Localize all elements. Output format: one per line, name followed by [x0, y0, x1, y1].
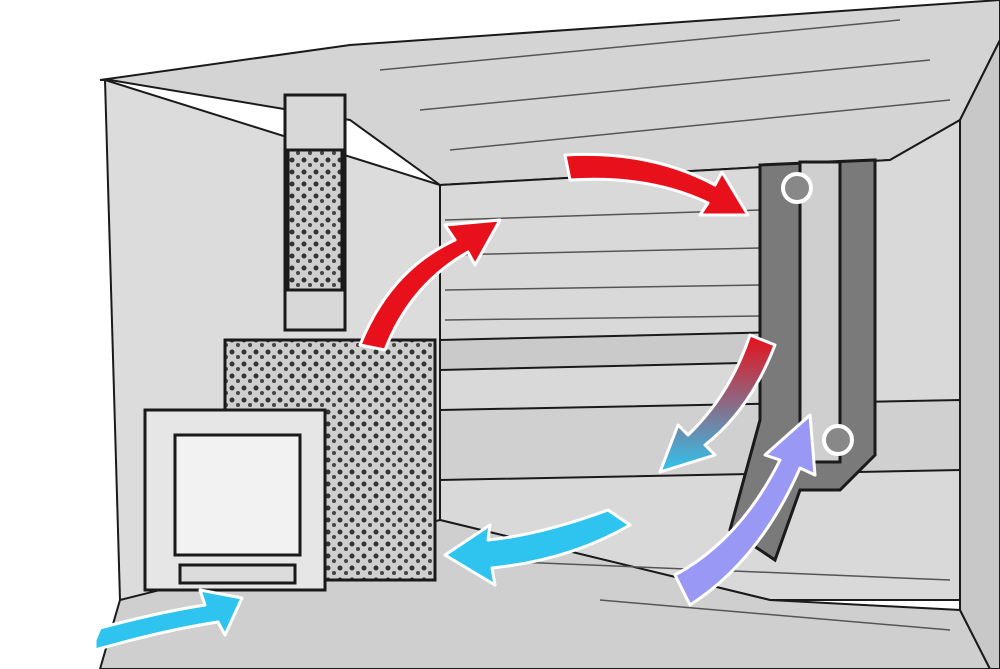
ash-drawer [178, 563, 297, 585]
firebox-door [173, 433, 302, 557]
cool-air-floor-arrow [443, 508, 632, 587]
right-wall [959, 39, 1000, 669]
sauna-stove [143, 93, 437, 592]
return-air-rising-arrow [673, 413, 817, 607]
hot-air-ceiling-arrow [563, 152, 750, 217]
hot-air-rising-arrow [358, 218, 502, 352]
upper-vent [781, 172, 813, 204]
ventilation-duct [728, 158, 877, 563]
lower-vent [822, 424, 854, 456]
air-cooling-descending-arrow [658, 333, 777, 474]
fresh-air-inlet-arrow [93, 588, 244, 652]
chimney-stone-mesh [286, 148, 344, 292]
